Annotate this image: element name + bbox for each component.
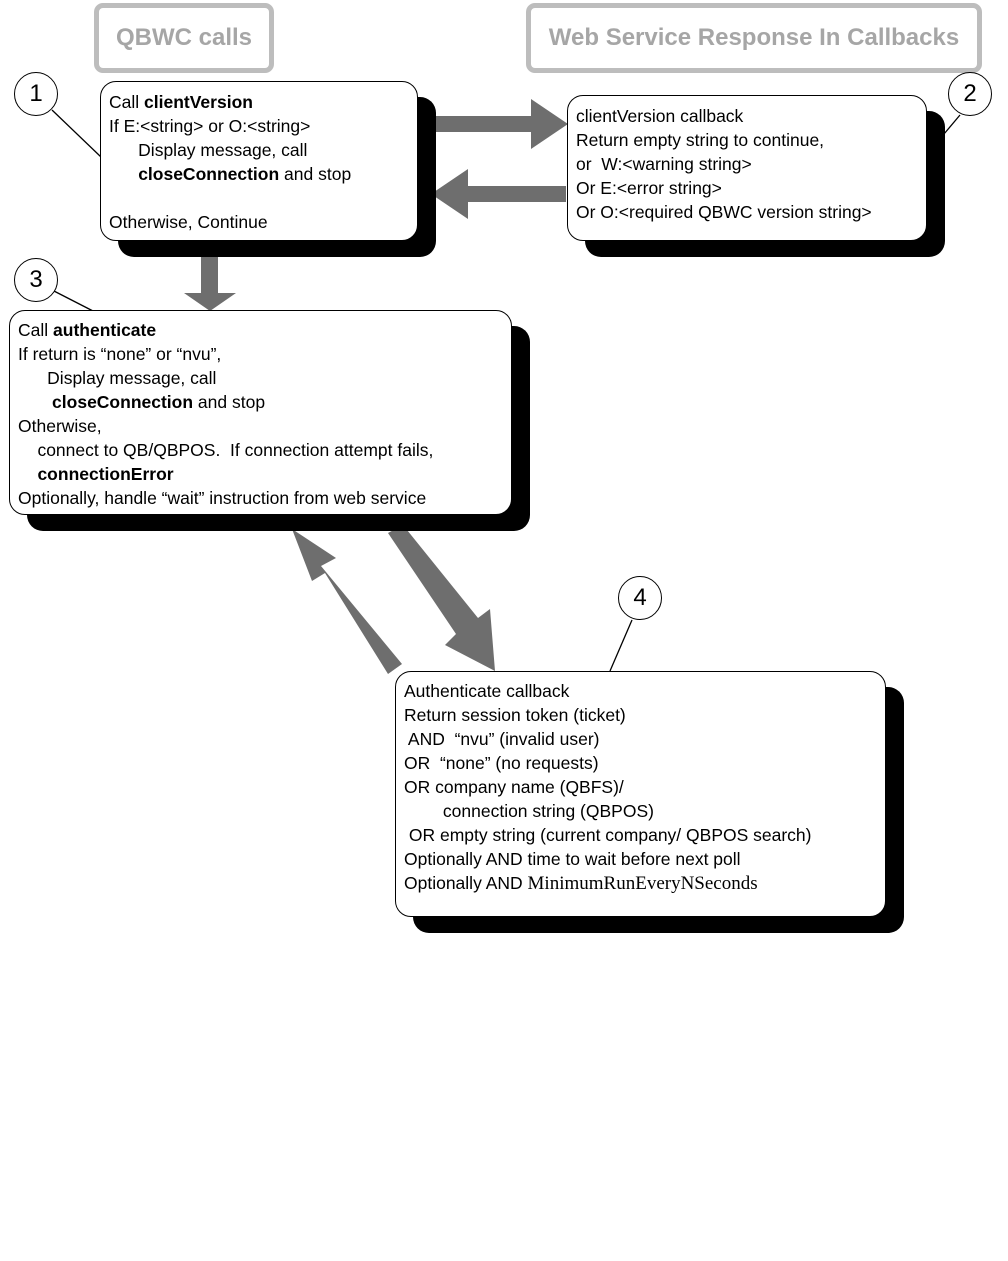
step-1-text [109,164,138,184]
step-4-serif-term: MinimumRunEveryNSeconds [527,873,758,894]
step-4-line: Optionally AND time to wait before next … [404,847,885,871]
step-number-4: 4 [618,576,662,620]
step-1-text: Otherwise, Continue [109,212,268,232]
step-1-text: Display message, call [109,140,308,160]
step-3-line: Display message, call [18,366,511,390]
step-2-text: Or O:<required QBWC version string> [576,202,872,222]
step-1-line: Otherwise, Continue [109,210,417,234]
step-4-line: OR empty string (current company/ QBPOS … [404,823,885,847]
step-3-text: Display message, call [18,368,217,388]
step-3-method-name: closeConnection [52,392,194,412]
step-4-line: Authenticate callback [404,679,885,703]
step-2-text: or W:<warning string> [576,154,752,174]
step-2-text: clientVersion callback [576,106,744,126]
step-3-text [18,392,52,412]
step-4-line: Optionally AND MinimumRunEveryNSeconds [404,871,885,895]
arrow-clientversion-to-callback [425,99,568,149]
leader-line-1 [51,109,102,158]
step-3-line: Call authenticate [18,318,511,342]
leader-line-4 [609,619,633,672]
step-4-text: Optionally AND time to wait before next … [404,849,741,869]
step-2-line: Or O:<required QBWC version string> [576,200,926,224]
leader-line-2 [943,114,961,135]
header-qbwc-calls: QBWC calls [94,3,274,73]
step-3-line: Optionally, handle “wait” instruction fr… [18,486,511,510]
step-3-line: connectionError [18,462,511,486]
step-3-text: If return is “none” or “nvu”, [18,344,222,364]
step-3-line: closeConnection and stop [18,390,511,414]
step-2-text: Return empty string to continue, [576,130,825,150]
step-4-text: OR “none” (no requests) [404,753,599,773]
step-2-line: Or E:<error string> [576,176,926,200]
step-2-text: Or E:<error string> [576,178,722,198]
step-number-1: 1 [14,72,58,116]
step-3-method-name: authenticate [53,320,157,340]
step-3-line: Otherwise, [18,414,511,438]
step-4-line: connection string (QBPOS) [404,799,885,823]
step-1-line: Call clientVersion [109,90,417,114]
header-qbwc-label: QBWC calls [115,24,253,51]
step-4-text: AND “nvu” (invalid user) [404,729,600,749]
step-3-text: and stop [193,392,266,412]
arrow-callback-to-authenticate [292,529,402,674]
step-2-line: Return empty string to continue, [576,128,926,152]
leader-line-3 [51,289,94,312]
step-1-line: If E:<string> or O:<string> [109,114,417,138]
step-4-line: AND “nvu” (invalid user) [404,727,885,751]
step-1-text: Call [109,92,145,112]
step-4-text: OR empty string (current company/ QBPOS … [404,825,812,845]
step-2-line: or W:<warning string> [576,152,926,176]
step-3-line: connect to QB/QBPOS. If connection attem… [18,438,511,462]
arrow-authenticate-to-callback [388,525,495,671]
step-number-2: 2 [948,72,992,116]
step-2-line: clientVersion callback [576,104,926,128]
header-web-service-label: Web Service Response In Callbacks [548,24,960,51]
step-3-text: Otherwise, [18,416,102,436]
step-number-3: 3 [14,258,58,302]
step-1-text: and stop [279,164,352,184]
arrow-clientversion-to-authenticate [184,243,236,311]
step-3-text: Optionally, handle “wait” instruction fr… [18,488,427,508]
step-1-line: Display message, call [109,138,417,162]
step-1-method-name: clientVersion [144,92,253,112]
step-4-text: Authenticate callback [404,681,570,701]
step-1-line [109,186,417,210]
step-4-text: Optionally AND [404,873,528,893]
step-4-line: Return session token (ticket) [404,703,885,727]
step-3-text: Call [18,320,54,340]
step-3-text: connect to QB/QBPOS. If connection attem… [18,440,434,460]
step-4-line: OR “none” (no requests) [404,751,885,775]
step-3-method-name: connectionError [37,464,174,484]
step-4-text: OR company name (QBFS)/ [404,777,624,797]
step-4-text: Return session token (ticket) [404,705,626,725]
step-4-text: connection string (QBPOS) [404,801,654,821]
step-3-text [18,464,37,484]
step-1-method-name: closeConnection [138,164,280,184]
step-1-line: closeConnection and stop [109,162,417,186]
arrow-callback-to-clientversion [431,169,566,219]
header-web-service-response: Web Service Response In Callbacks [526,3,982,73]
step-1-text: If E:<string> or O:<string> [109,116,311,136]
step-3-line: If return is “none” or “nvu”, [18,342,511,366]
step-4-line: OR company name (QBFS)/ [404,775,885,799]
